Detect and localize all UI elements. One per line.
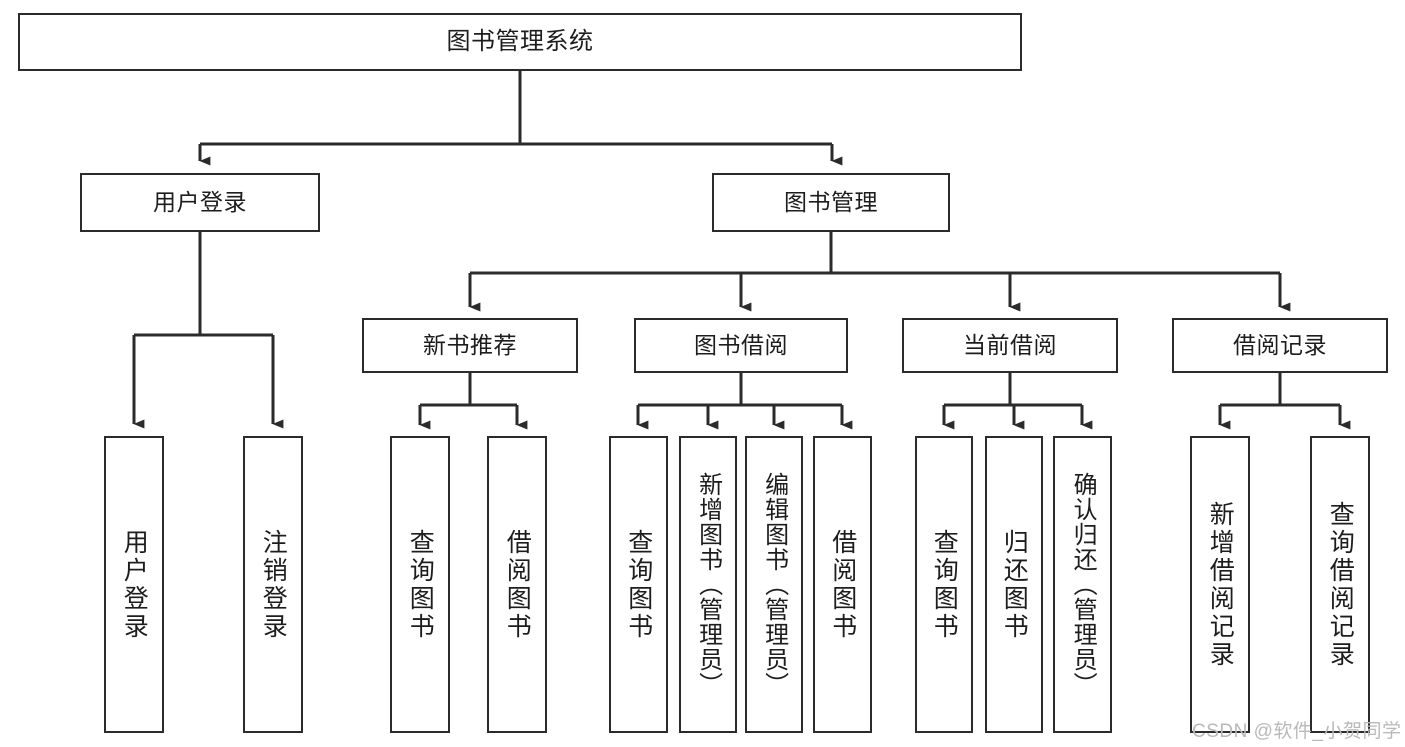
- node-leaf-user-login-label: 用户登录: [120, 528, 149, 641]
- node-leaf-add-record-label: 新增借阅记录: [1206, 500, 1235, 669]
- node-book-manage-label: 图书管理: [784, 189, 878, 216]
- node-borrow-record-label: 借阅记录: [1233, 332, 1327, 359]
- node-leaf-query-book-rec-label: 查询图书: [406, 528, 435, 641]
- node-leaf-return-book[interactable]: 归还图书: [985, 436, 1043, 733]
- node-new-book-rec[interactable]: 新书推荐: [362, 318, 578, 373]
- node-leaf-logout-label: 注销登录: [259, 528, 288, 641]
- node-current-borrow[interactable]: 当前借阅: [902, 318, 1118, 373]
- node-leaf-query-book-bb[interactable]: 查询图书: [609, 436, 668, 733]
- node-leaf-query-record-label: 查询借阅记录: [1326, 500, 1355, 669]
- node-borrow-record[interactable]: 借阅记录: [1172, 318, 1388, 373]
- node-new-book-rec-label: 新书推荐: [423, 332, 517, 359]
- node-leaf-query-book-cb[interactable]: 查询图书: [915, 436, 973, 733]
- node-book-borrow[interactable]: 图书借阅: [634, 318, 848, 373]
- node-leaf-logout[interactable]: 注销登录: [243, 436, 303, 733]
- node-root[interactable]: 图书管理系统: [18, 13, 1022, 71]
- node-leaf-edit-book-label: 编辑图书（管理员）: [760, 472, 788, 697]
- node-leaf-edit-book[interactable]: 编辑图书（管理员）: [745, 436, 803, 733]
- node-leaf-query-book-cb-label: 查询图书: [930, 528, 959, 641]
- node-leaf-borrow-book-bb[interactable]: 借阅图书: [813, 436, 872, 733]
- node-leaf-borrow-book-bb-label: 借阅图书: [828, 528, 857, 641]
- node-leaf-borrow-book-rec[interactable]: 借阅图书: [487, 436, 547, 733]
- node-current-borrow-label: 当前借阅: [963, 332, 1057, 359]
- node-user-login-label: 用户登录: [153, 189, 247, 216]
- node-root-label: 图书管理系统: [446, 28, 594, 56]
- node-leaf-query-book-rec[interactable]: 查询图书: [390, 436, 450, 733]
- csdn-watermark: CSDN @软件_小贺同学: [1192, 721, 1402, 742]
- node-leaf-confirm-return-label: 确认归还（管理员）: [1069, 472, 1097, 697]
- node-leaf-query-book-bb-label: 查询图书: [624, 528, 653, 641]
- node-leaf-add-book-label: 新增图书（管理员）: [694, 472, 722, 697]
- node-leaf-query-record[interactable]: 查询借阅记录: [1310, 436, 1370, 733]
- node-book-manage[interactable]: 图书管理: [712, 173, 950, 232]
- node-leaf-user-login[interactable]: 用户登录: [104, 436, 164, 733]
- node-book-borrow-label: 图书借阅: [694, 332, 788, 359]
- node-leaf-add-book[interactable]: 新增图书（管理员）: [679, 436, 737, 733]
- node-leaf-add-record[interactable]: 新增借阅记录: [1190, 436, 1250, 733]
- node-leaf-return-book-label: 归还图书: [1000, 528, 1029, 641]
- node-leaf-confirm-return[interactable]: 确认归还（管理员）: [1053, 436, 1112, 733]
- node-user-login[interactable]: 用户登录: [80, 173, 320, 232]
- node-leaf-borrow-book-rec-label: 借阅图书: [503, 528, 532, 641]
